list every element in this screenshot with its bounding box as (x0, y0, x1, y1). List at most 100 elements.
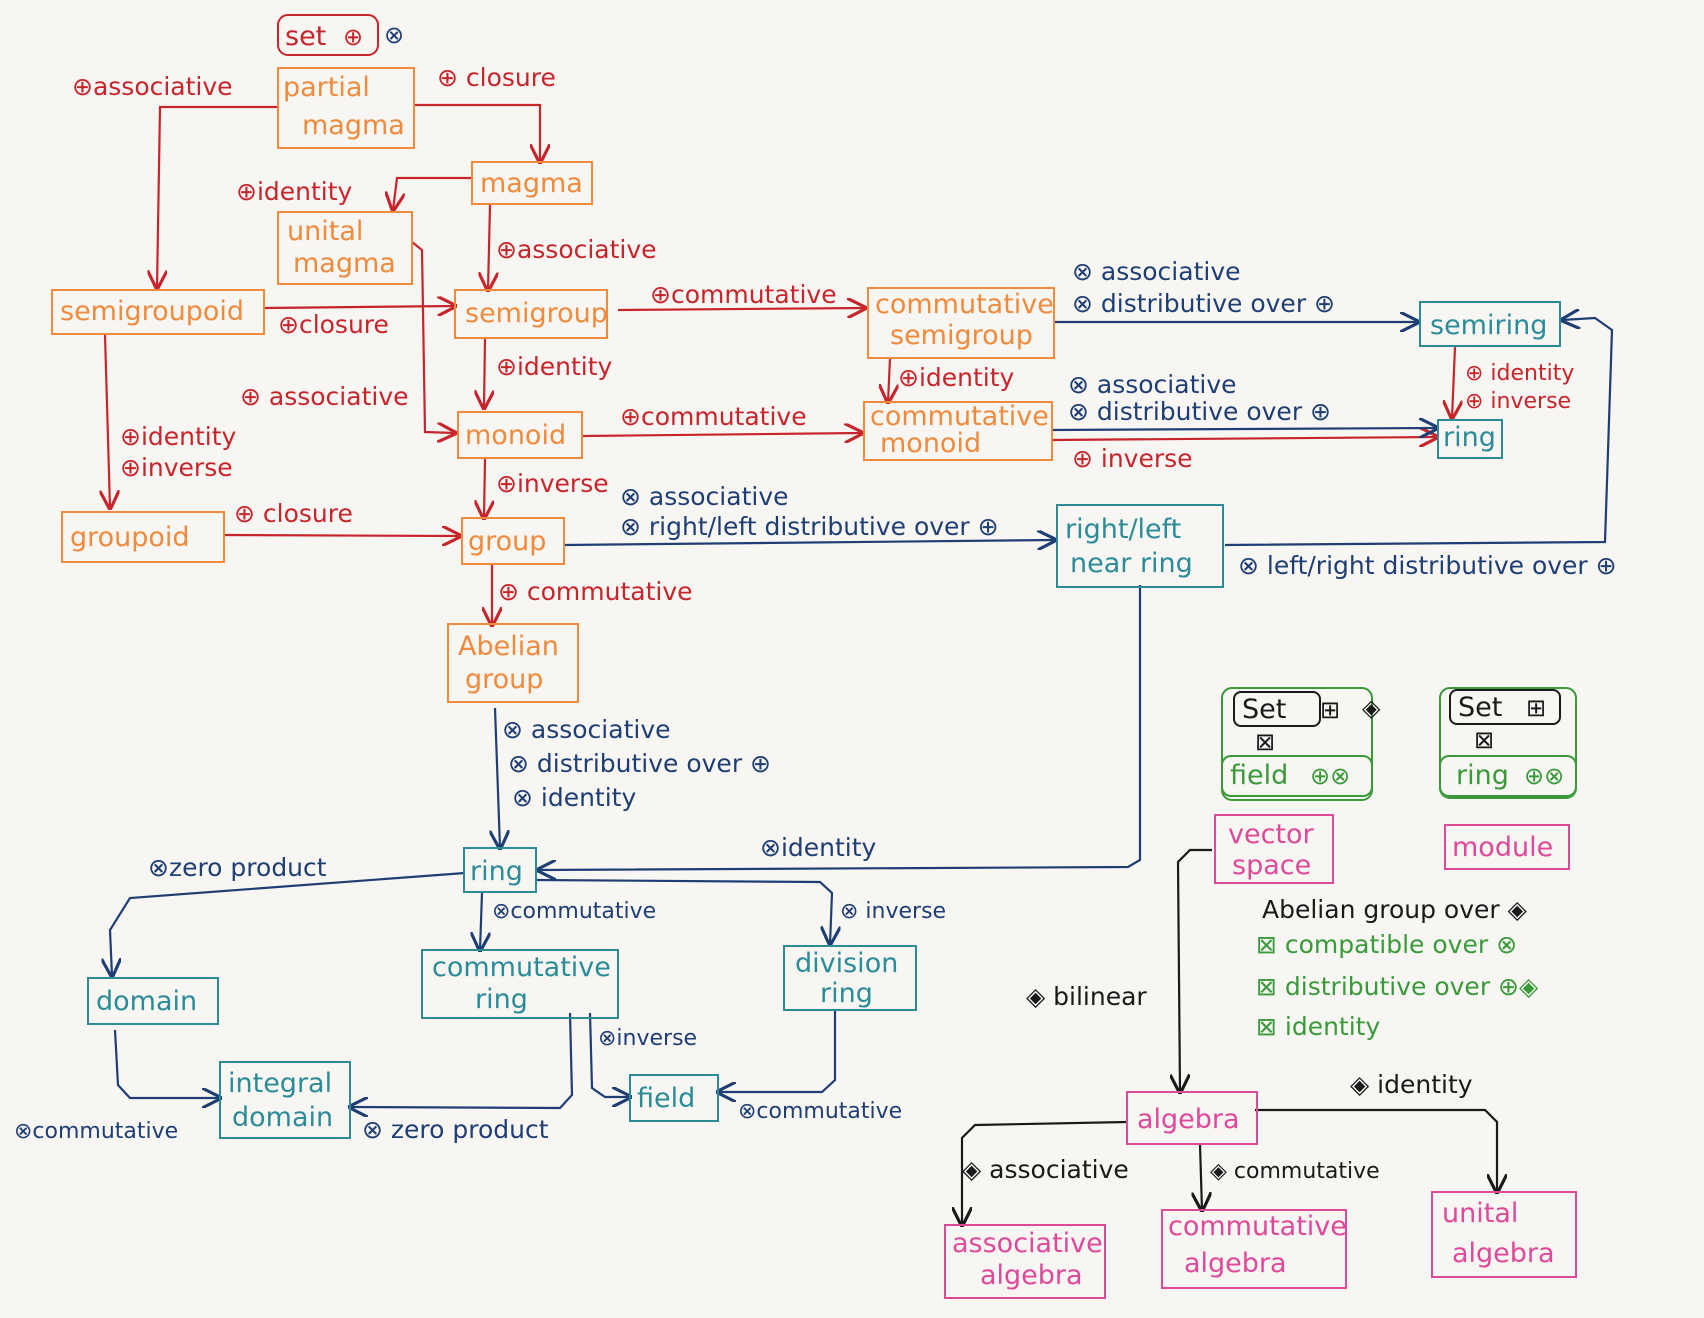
edge-comm-monoid-to-ring-navy (1051, 428, 1437, 430)
algebra-labels: ◈ bilinear ◈ identity ◈ associative ◈ co… (962, 982, 1473, 1184)
edge-near-ring-to-ring (538, 585, 1142, 870)
alg-label-commutative: ◈ commutative (1210, 1159, 1380, 1184)
node-abelian-group (447, 623, 579, 703)
edge-division-to-field (718, 1010, 837, 1092)
node-module-label: module (1452, 832, 1553, 863)
edge-semigroupoid-to-semigroup (264, 306, 455, 308)
node-partial-magma (277, 67, 415, 149)
vector-space-conditions: Abelian group over ◈ ⊠ compatible over ⊗… (1256, 895, 1539, 1041)
node-integral-l2: domain (232, 1102, 333, 1133)
node-comm-semigroup-l1: commutative (875, 289, 1054, 320)
node-semigroupoid-label: semigroupoid (60, 296, 244, 327)
label-plus-identity-magma: ⊕identity (236, 177, 353, 206)
edge-magma-to-unital-magma (393, 176, 472, 210)
vector-space-legend: Set ⊞ ◈ ⊠ field ⊕⊗ (1221, 687, 1381, 801)
node-algebra (1126, 1091, 1258, 1145)
edge-unital-magma-to-monoid (411, 241, 455, 433)
edge-group-to-near-ring (564, 540, 1055, 545)
mod-legend-ring-ops: ⊕⊗ (1524, 762, 1564, 790)
label-plus-inverse-semiring: ⊕ inverse (1465, 389, 1571, 414)
edge-magma-to-semigroup (488, 204, 490, 290)
label-times-inverse-ring: ⊗ inverse (840, 899, 946, 924)
label-times-commutative-division: ⊗commutative (738, 1099, 902, 1124)
label-plus-identity-commsemi: ⊕identity (898, 363, 1015, 392)
node-vector-space (1214, 814, 1334, 884)
teal-nodes (87, 301, 1561, 1139)
alg-label-associative: ◈ associative (962, 1155, 1129, 1184)
node-vector-space-l2: space (1232, 850, 1311, 881)
node-magma (471, 161, 593, 205)
edge-monoid-to-group (484, 457, 485, 518)
label-plus-inverse-ring: ⊕ inverse (1072, 444, 1193, 473)
vs-legend-box-diamond-plus: ◈ (1362, 694, 1381, 722)
node-groupoid-label: groupoid (70, 522, 190, 553)
label-plus-associative-magma: ⊕associative (496, 235, 657, 264)
node-unital-magma-l1: unital (287, 216, 363, 247)
node-comm-ring (421, 949, 619, 1019)
edge-comm-ring-to-field (588, 1012, 630, 1097)
edge-algebra-to-associative (962, 1120, 1128, 1225)
node-integral-l1: integral (228, 1068, 332, 1099)
node-monoid-label: monoid (465, 420, 566, 451)
label-times-associative-abelian: ⊗ associative (502, 715, 671, 744)
label-times-zero-product-bottom: ⊗ zero product (362, 1115, 549, 1144)
label-times-commutative-domain: ⊗commutative (14, 1119, 178, 1144)
node-abelian-l1: Abelian (458, 631, 559, 662)
label-times-lr-distributive: ⊗ left/right distributive over ⊕ (1238, 551, 1617, 580)
edge-near-ring-to-semiring (1224, 318, 1614, 547)
node-near-ring (1056, 504, 1224, 588)
node-unital-magma-l2: magma (293, 248, 396, 279)
node-algebra-label: algebra (1137, 1104, 1240, 1135)
edge-ring-to-division (534, 878, 832, 944)
node-semiring (1419, 301, 1561, 347)
node-module (1444, 824, 1570, 870)
vs-cond-distributive: ⊠ distributive over ⊕◈ (1256, 972, 1539, 1001)
node-division-l2: ring (820, 978, 873, 1009)
label-times-identity-near: ⊗identity (760, 833, 877, 862)
node-unital-algebra (1431, 1191, 1577, 1278)
label-plus-closure-groupoid: ⊕ closure (234, 499, 353, 528)
label-times-associative-near: ⊗ associative (620, 482, 789, 511)
vs-cond-identity: ⊠ identity (1256, 1012, 1380, 1041)
node-division-l1: division (795, 948, 898, 979)
edge-monoid-to-comm-monoid (581, 433, 862, 436)
node-near-ring-l2: near ring (1070, 548, 1193, 579)
top-legend-plus: ⊕ (343, 23, 363, 51)
node-field-label: field (637, 1083, 695, 1114)
label-plus-inverse-monoid: ⊕inverse (496, 469, 609, 498)
node-field (629, 1074, 719, 1122)
node-domain (87, 977, 219, 1025)
edge-partial-magma-to-semigroupoid (157, 105, 278, 288)
label-plus-inverse-groupoid: ⊕inverse (120, 453, 233, 482)
vs-cond-compatible: ⊠ compatible over ⊗ (1256, 930, 1517, 959)
label-plus-identity-semiring: ⊕ identity (1465, 361, 1574, 386)
node-group (461, 517, 565, 565)
edge-domain-to-integral (113, 1029, 220, 1098)
node-partial-magma-l1: partial (283, 72, 370, 103)
edge-ring-to-domain (110, 871, 466, 976)
edge-abelian-to-ring (495, 707, 500, 848)
vs-legend-field: field (1230, 760, 1288, 791)
orange-nodes (51, 67, 1055, 703)
vs-legend-set: Set (1242, 694, 1286, 725)
mod-legend-ring: ring (1456, 760, 1509, 791)
edge-partial-magma-to-magma (415, 103, 540, 162)
edge-semiring-to-ring (1452, 346, 1455, 418)
node-groupoid (61, 511, 225, 563)
top-legend: set ⊕ ⊗ (277, 14, 404, 56)
node-unital-algebra-l1: unital (1442, 1198, 1518, 1229)
mod-legend-box-times: ⊠ (1474, 726, 1494, 754)
edge-comm-ring-to-integral (350, 1012, 574, 1108)
label-times-distributive-ring: ⊗ distributive over ⊕ (1068, 397, 1331, 426)
node-group-label: group (468, 526, 546, 557)
top-legend-times: ⊗ (384, 21, 404, 49)
node-associative-algebra (944, 1224, 1106, 1299)
node-magma-label: magma (480, 168, 583, 199)
label-plus-commutative-semigroup: ⊕commutative (650, 280, 837, 309)
label-times-rl-distributive: ⊗ right/left distributive over ⊕ (620, 512, 999, 541)
node-comm-monoid-l1: commutative (870, 401, 1049, 432)
edge-algebra-to-unital (1255, 1108, 1497, 1192)
label-plus-identity-groupoid: ⊕identity (120, 422, 237, 451)
node-semigroup-label: semigroup (465, 298, 608, 329)
